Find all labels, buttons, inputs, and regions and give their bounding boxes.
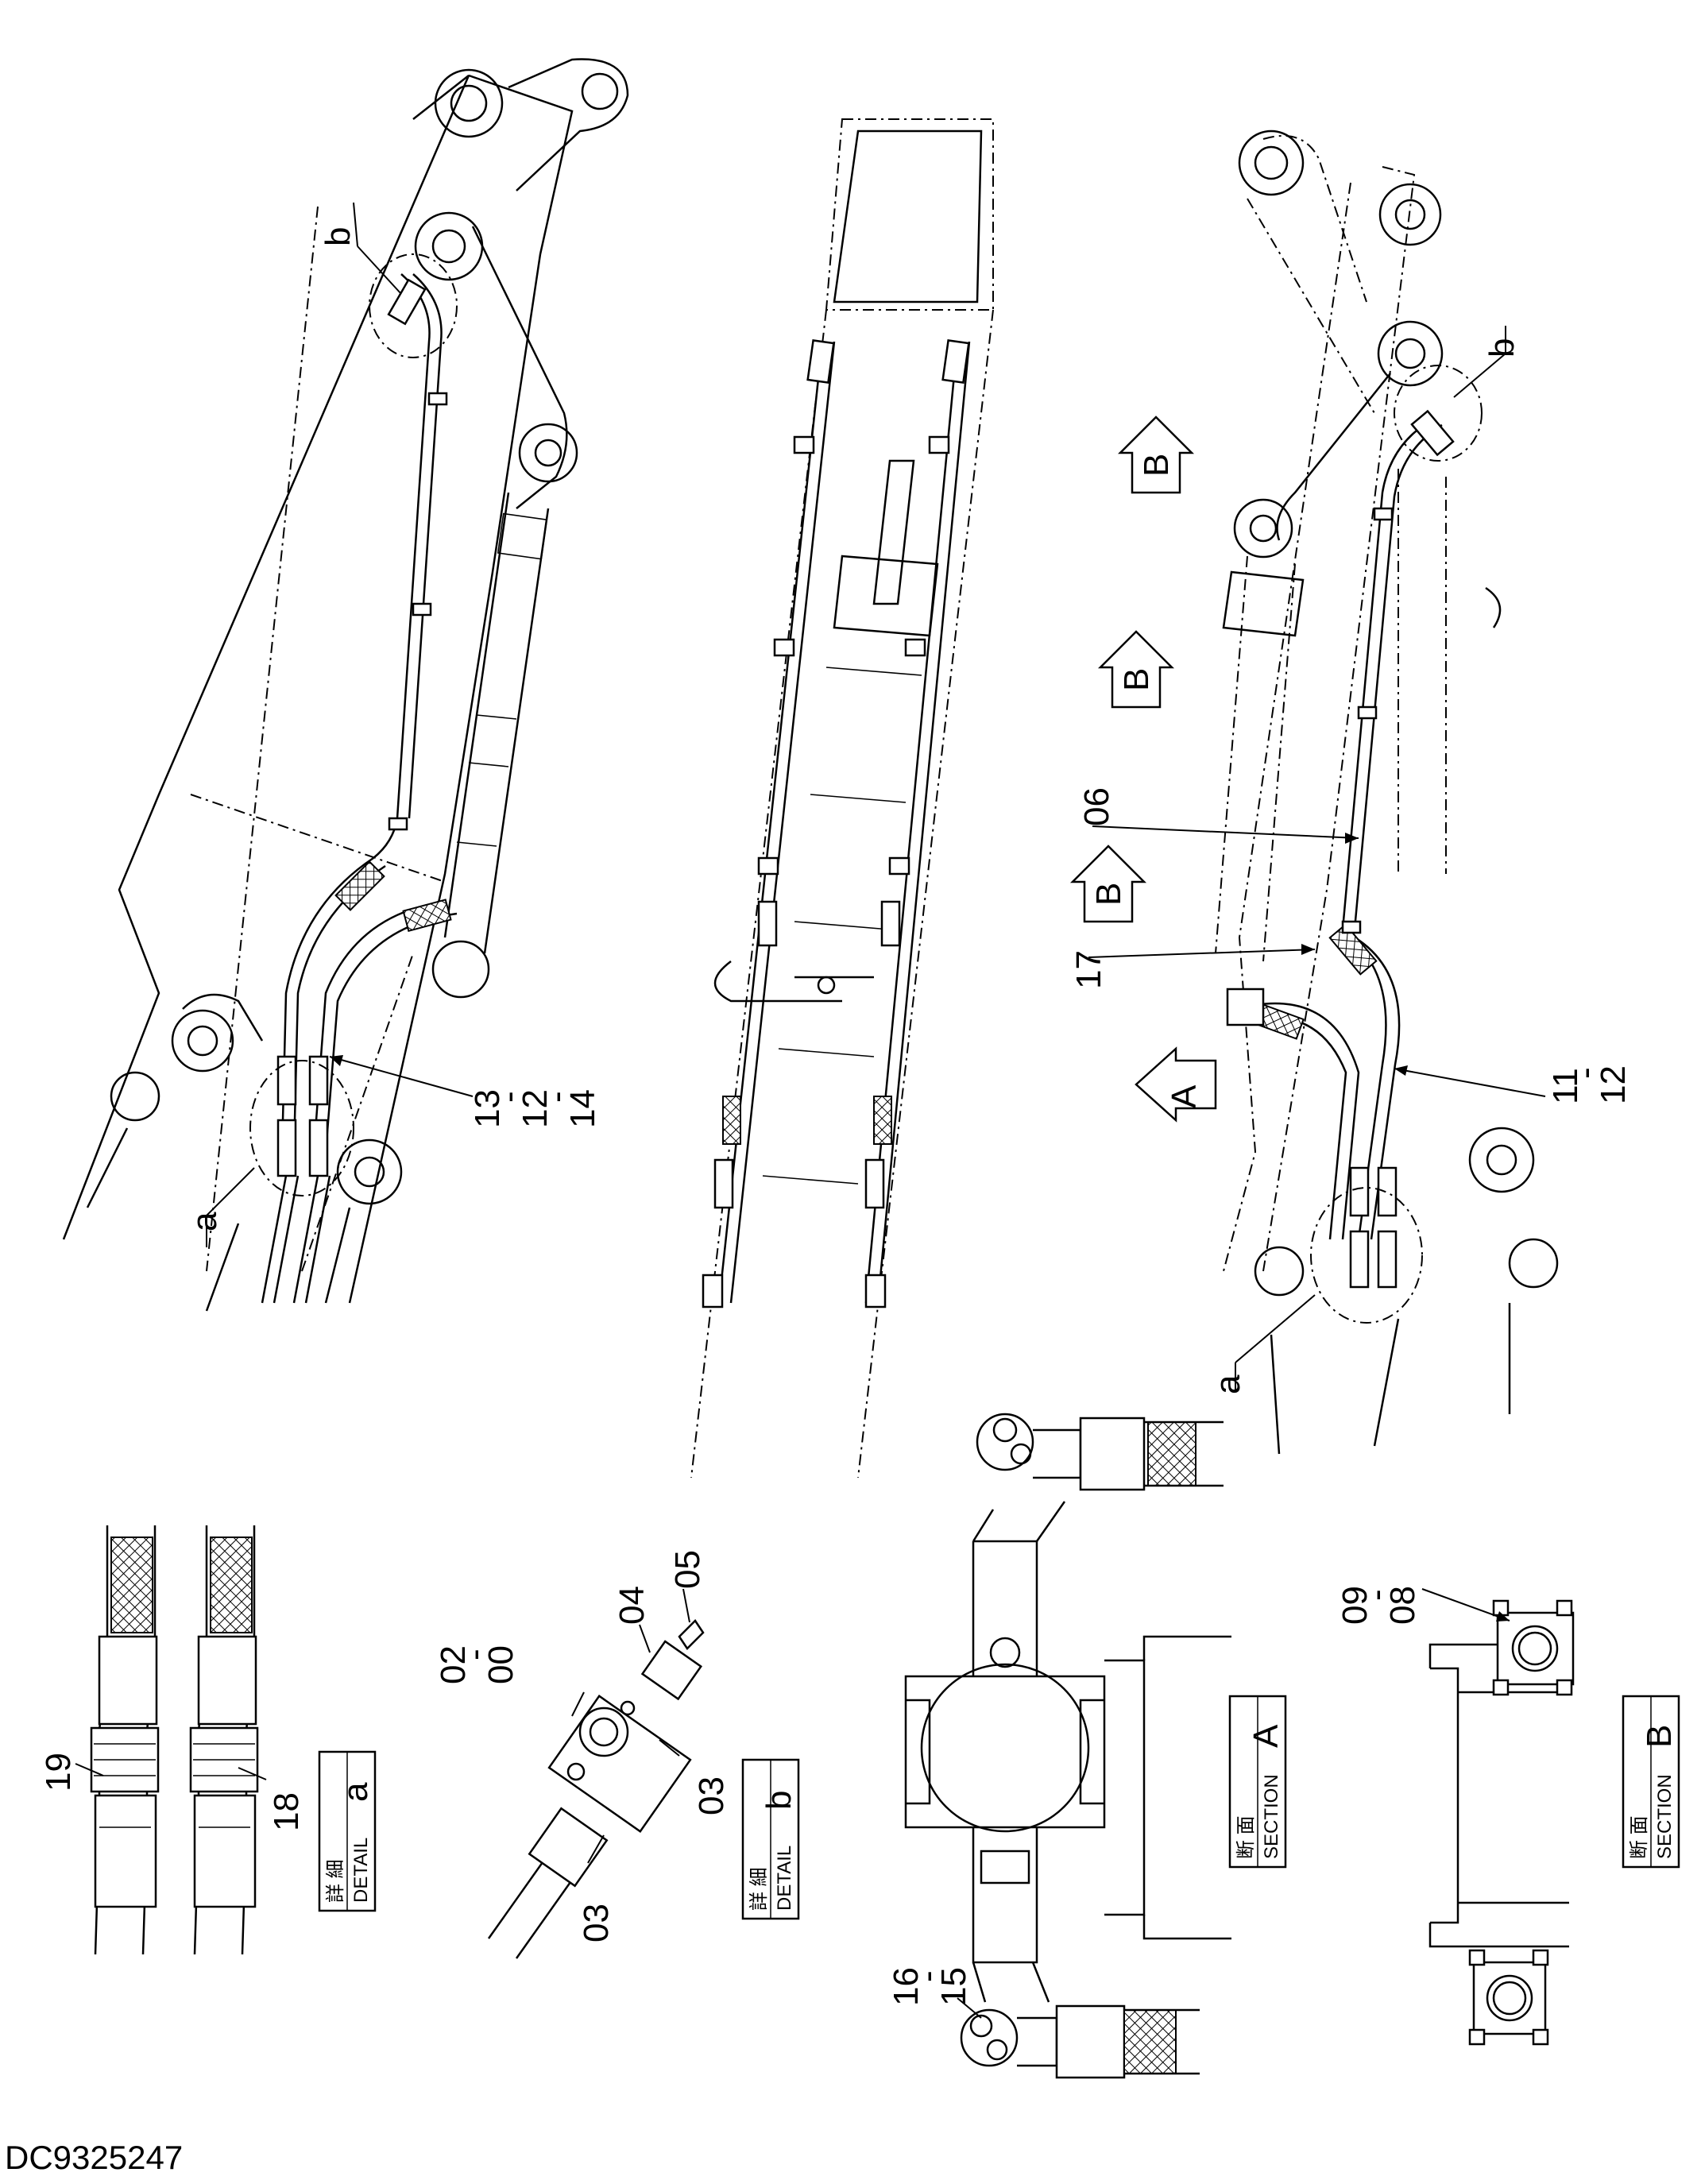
part-number-12: 12 xyxy=(1594,1065,1633,1104)
boom-view-left xyxy=(62,58,629,1312)
caption-section-b: 断 面 SECTION B xyxy=(1622,1695,1680,1869)
part-number-dash: - xyxy=(1357,1589,1396,1601)
section-a-drawing xyxy=(904,1413,1231,2079)
svg-text:詳 細: 詳 細 xyxy=(325,1859,346,1903)
part-number-dash: - xyxy=(537,1091,576,1103)
svg-text:B: B xyxy=(1089,883,1128,906)
part-number-dash: - xyxy=(908,1970,947,1982)
label-a-right: a xyxy=(1208,1374,1247,1394)
section-arrow-b-3: B xyxy=(1069,845,1147,923)
svg-text:SECTION: SECTION xyxy=(1654,1774,1676,1859)
part-number-03: 03 xyxy=(692,1776,731,1815)
boom-view-center xyxy=(690,118,994,1479)
svg-text:詳 細: 詳 細 xyxy=(748,1867,770,1911)
part-number-18: 18 xyxy=(267,1792,306,1831)
part-number-15: 15 xyxy=(934,1967,973,2006)
svg-text:b: b xyxy=(760,1791,798,1810)
part-number-dash: - xyxy=(1566,1067,1605,1079)
part-number-03: 03 xyxy=(577,1904,616,1942)
section-arrow-b-1: B xyxy=(1117,416,1195,494)
svg-text:B: B xyxy=(1117,668,1156,691)
label-b-right: b xyxy=(1483,338,1521,358)
section-b-drawing xyxy=(1421,1588,1575,2046)
svg-text:DETAIL: DETAIL xyxy=(774,1846,795,1911)
label-b-left: b xyxy=(319,227,358,246)
caption-detail-b: 詳 細 DETAIL b xyxy=(741,1758,800,1920)
svg-text:断 面: 断 面 xyxy=(1235,1815,1257,1859)
part-number-12: 12 xyxy=(516,1089,555,1128)
detail-a-drawing xyxy=(75,1525,267,1955)
caption-section-a: 断 面 SECTION A xyxy=(1228,1695,1287,1869)
svg-text:A: A xyxy=(1165,1084,1204,1108)
section-arrow-b-2: B xyxy=(1097,630,1175,709)
svg-text:B: B xyxy=(1640,1725,1679,1748)
part-number-17: 17 xyxy=(1069,950,1108,989)
part-number-11: 11 xyxy=(1546,1068,1585,1104)
part-number-05: 05 xyxy=(668,1550,707,1589)
label-a-left: a xyxy=(185,1212,224,1231)
svg-text:DETAIL: DETAIL xyxy=(350,1838,372,1903)
caption-detail-a: 詳 細 DETAIL a xyxy=(318,1750,377,1912)
drawing-number: DC9325247 xyxy=(5,2139,184,2176)
svg-text:a: a xyxy=(336,1782,375,1802)
part-number-14: 14 xyxy=(563,1089,602,1128)
svg-text:A: A xyxy=(1247,1724,1285,1748)
part-number-16: 16 xyxy=(887,1967,926,2006)
part-number-08: 08 xyxy=(1383,1586,1422,1625)
part-number-dash: - xyxy=(455,1649,494,1660)
part-number-06: 06 xyxy=(1077,787,1116,826)
part-number-dash: - xyxy=(489,1091,528,1103)
svg-text:断 面: 断 面 xyxy=(1629,1815,1650,1859)
part-number-09: 09 xyxy=(1336,1586,1374,1625)
boom-view-right xyxy=(1088,129,1559,1455)
svg-text:B: B xyxy=(1137,454,1176,477)
section-arrow-a: A xyxy=(1135,1046,1217,1123)
part-number-13: 13 xyxy=(468,1089,507,1128)
part-number-00: 00 xyxy=(481,1645,520,1684)
part-number-02: 02 xyxy=(434,1645,473,1684)
detail-b-drawing xyxy=(487,1588,705,1959)
part-number-19: 19 xyxy=(39,1753,78,1792)
part-number-04: 04 xyxy=(613,1586,651,1625)
svg-text:SECTION: SECTION xyxy=(1261,1774,1282,1859)
